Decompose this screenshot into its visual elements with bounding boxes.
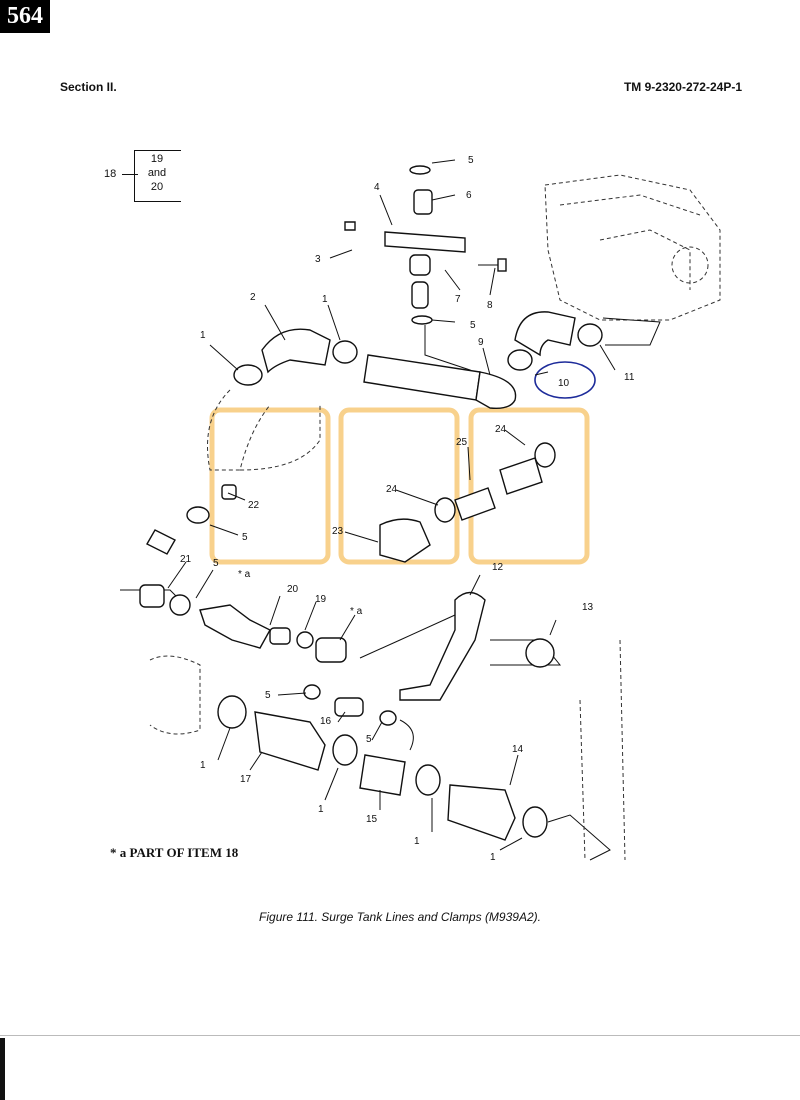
callout-17: 17 [240, 774, 252, 785]
manual-number: TM 9-2320-272-24P-1 [623, 80, 742, 94]
callout-24b: 24 [386, 484, 398, 495]
bottom-hose [149, 639, 626, 861]
callout-11: 11 [624, 372, 635, 383]
callout-star-a-1: * a [238, 569, 251, 580]
highlight-box-1 [209, 407, 331, 565]
reference-leader [122, 174, 138, 175]
left-dashed-hose [207, 389, 321, 471]
reference-bracket [134, 150, 181, 202]
callout-1e: 1 [414, 836, 420, 847]
callout-3: 3 [315, 254, 321, 265]
page-bottom-rule [0, 1035, 800, 1036]
callout-5f: 5 [366, 734, 372, 745]
callout-star-a-2: * a [350, 606, 363, 617]
circle-mark [534, 361, 596, 399]
scan-edge [0, 1038, 5, 1100]
callout-19: 19 [315, 594, 327, 605]
callout-20: 20 [287, 584, 299, 595]
engine-outline [544, 174, 721, 321]
callout-4: 4 [374, 182, 380, 193]
callout-5: 5 [468, 155, 474, 166]
callout-10: 10 [558, 378, 570, 389]
callout-2: 2 [250, 292, 256, 303]
callout-5d: 5 [213, 558, 219, 569]
callout-16: 16 [320, 716, 332, 727]
callout-1d: 1 [318, 804, 324, 815]
callout-9: 9 [478, 337, 484, 348]
reference-line-2: and [147, 167, 167, 179]
exploded-parts-diagram: 5 6 4 3 7 8 5 2 1 1 9 10 11 12 13 24 25 … [120, 155, 721, 863]
callout-13: 13 [582, 602, 594, 613]
highlight-box-2 [338, 407, 460, 565]
callout-23: 23 [332, 526, 344, 537]
reference-item: 18 [104, 168, 117, 180]
callout-6: 6 [466, 190, 472, 201]
callout-22: 22 [248, 500, 260, 511]
callout-14: 14 [512, 744, 524, 755]
reference-line-3: 20 [150, 181, 164, 193]
callout-7: 7 [455, 294, 461, 305]
lower-assembly [120, 584, 562, 751]
callout-5b: 5 [470, 320, 476, 331]
leader-lines [167, 159, 616, 851]
upper-hose [233, 311, 661, 410]
callout-15: 15 [366, 814, 378, 825]
callout-1a: 1 [322, 294, 328, 305]
callout-21: 21 [180, 554, 192, 565]
callout-8: 8 [487, 300, 493, 311]
part-note: * a PART OF ITEM 18 [110, 845, 239, 860]
callout-1b: 1 [200, 330, 206, 341]
callout-25: 25 [456, 437, 468, 448]
callout-12: 12 [492, 562, 504, 573]
callout-labels: 5 6 4 3 7 8 5 2 1 1 9 10 11 12 13 24 25 … [180, 155, 635, 863]
callout-1c: 1 [200, 760, 206, 771]
reference-box: 18 19 and 20 [104, 150, 194, 202]
reference-lines: 19 and 20 [134, 152, 180, 194]
section-header: Section II. [60, 80, 117, 94]
callout-1f: 1 [490, 852, 496, 863]
callout-5c: 5 [242, 532, 248, 543]
callout-24a: 24 [495, 424, 507, 435]
middle-fittings [146, 442, 556, 563]
bracket-assembly [344, 165, 507, 381]
callout-5e: 5 [265, 690, 271, 701]
figure-caption: Figure 111. Surge Tank Lines and Clamps … [259, 910, 541, 924]
highlight-box-3 [468, 407, 590, 565]
highlight-boxes [209, 407, 590, 565]
page-number: 564 [0, 0, 50, 33]
reference-line-1: 19 [150, 153, 164, 165]
